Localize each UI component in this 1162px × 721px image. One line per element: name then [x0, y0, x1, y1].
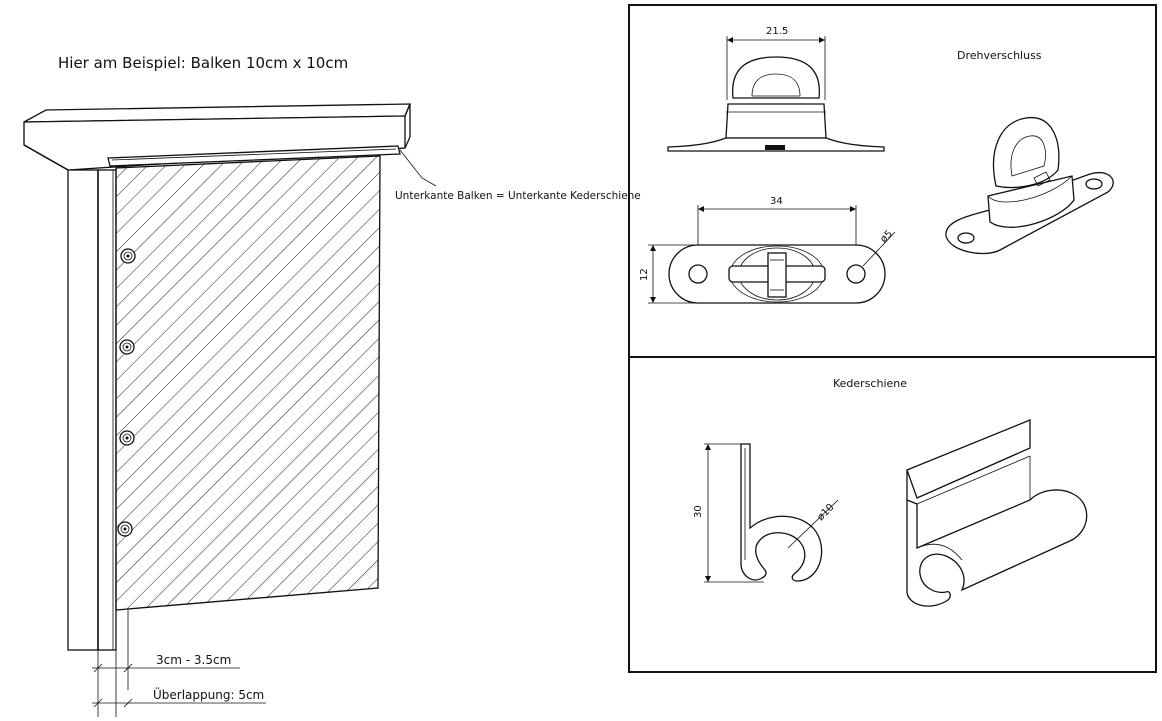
rail-iso-view: [906, 419, 1088, 607]
dim-gap-text: 3cm - 3.5cm: [156, 653, 231, 667]
rail-profile-view: 30 ø10: [693, 443, 839, 583]
dimension-gap: 3cm - 3.5cm: [92, 610, 240, 717]
fastener-icon: [120, 248, 136, 264]
fasteners: [117, 248, 136, 537]
dim-length: 34: [770, 196, 783, 207]
kederschiene-section: Kederschiene 30 ø10: [693, 377, 1088, 607]
callout-text: Unterkante Balken = Unterkante Kederschi…: [395, 190, 641, 202]
wall-post: [67, 169, 117, 651]
kederschiene-title: Kederschiene: [833, 377, 907, 390]
beam: [23, 103, 411, 171]
keder-rail-side: [107, 145, 401, 167]
fastener-icon: [117, 521, 133, 537]
lock-iso-view: [945, 117, 1114, 255]
dim-rail-diameter: ø10: [815, 502, 836, 523]
dim-top-width: 21.5: [766, 26, 788, 37]
awning-panel: [115, 155, 381, 611]
left-drawing: Hier am Beispiel: Balken 10cm x 10cm: [23, 54, 641, 717]
fastener-icon: [119, 339, 135, 355]
dimension-overlap: Überlappung: 5cm: [92, 686, 266, 708]
callout: Unterkante Balken = Unterkante Kederschi…: [395, 149, 641, 202]
dim-hole: ø5: [878, 229, 895, 246]
lock-side-view: 21.5: [667, 26, 885, 152]
dim-rail-height: 30: [693, 505, 704, 518]
drehverschluss-title: Drehverschluss: [957, 49, 1042, 62]
dim-height: 12: [639, 268, 650, 281]
lock-top-view: 34 12 ø5: [639, 196, 896, 304]
right-frame: [628, 4, 1157, 673]
dim-overlap-text: Überlappung: 5cm: [153, 686, 264, 702]
fastener-icon: [119, 430, 135, 446]
left-title: Hier am Beispiel: Balken 10cm x 10cm: [58, 54, 348, 72]
drehverschluss-section: Drehverschluss 21.5 34: [639, 26, 1114, 304]
